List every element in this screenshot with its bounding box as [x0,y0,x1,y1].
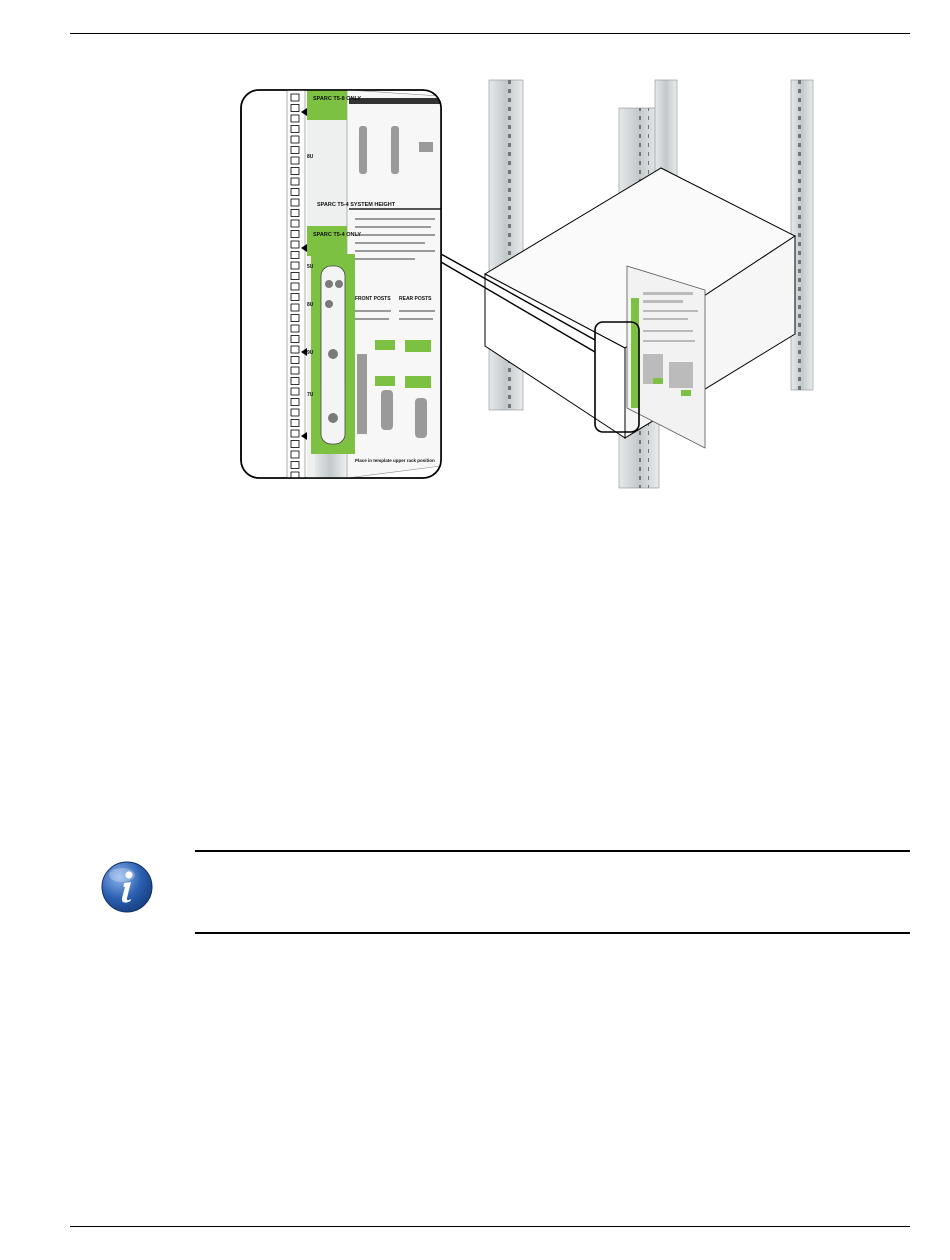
rail-hole [291,409,299,416]
note-box [195,850,910,934]
mounting-bracket [321,266,345,444]
rail-hole [291,357,299,364]
rail-hole [291,325,299,332]
rail-hole [291,315,299,322]
rail-hole [291,178,299,185]
rail-hole [291,105,299,112]
label-t5-4-only: SPARC T5-4 ONLY [313,232,361,238]
header-rule [70,33,910,34]
rail-hole [291,189,299,196]
rail-hole [291,367,299,374]
rack-template-illustration: SPARC T5-8 ONLY SPARC T5-4 SYSTEM HEIGHT… [235,78,825,490]
rail-hole [291,304,299,311]
rail-hole [291,199,299,206]
rail-hole [291,126,299,133]
rail-hole [291,294,299,301]
footer-rule [70,1226,910,1227]
rail-hole [291,430,299,437]
rail-hole [291,94,299,101]
unit-label: 7U [307,392,314,398]
rail-hole [291,420,299,427]
rail-square-holes [291,94,299,479]
rail-hole [291,241,299,248]
label-system-height: SPARC T5-4 SYSTEM HEIGHT [317,202,396,208]
unit-label: 8U [307,302,314,308]
step-front-label: FRONT POSTS [355,296,391,302]
step-rear-label: REAR POSTS [399,296,432,302]
rail-hole [291,115,299,122]
rail-hole [291,462,299,469]
unit-label: 5U [307,264,314,270]
rail-hole [291,273,299,280]
rail-hole [291,147,299,154]
rail-hole [291,136,299,143]
rail-hole [291,231,299,238]
rail-hole [291,168,299,175]
rail-hole [291,441,299,448]
rail-hole [291,157,299,164]
unit-label: 8U [307,154,314,160]
rail-hole [291,283,299,290]
rail-hole [291,220,299,227]
rail-hole [291,346,299,353]
rail-hole [291,262,299,269]
unit-label: 9U [307,350,314,356]
rail-hole [291,252,299,259]
label-t5-8-only: SPARC T5-8 ONLY [313,96,361,102]
rail-hole [291,378,299,385]
rail-hole [291,336,299,343]
rail-hole [291,451,299,458]
info-icon [100,860,154,914]
card-footer-label: Place in template upper rack position [355,458,435,463]
rail-hole [291,210,299,217]
rail-hole [291,388,299,395]
zoom-panel: SPARC T5-8 ONLY SPARC T5-4 SYSTEM HEIGHT… [241,90,441,479]
rail-hole [291,399,299,406]
